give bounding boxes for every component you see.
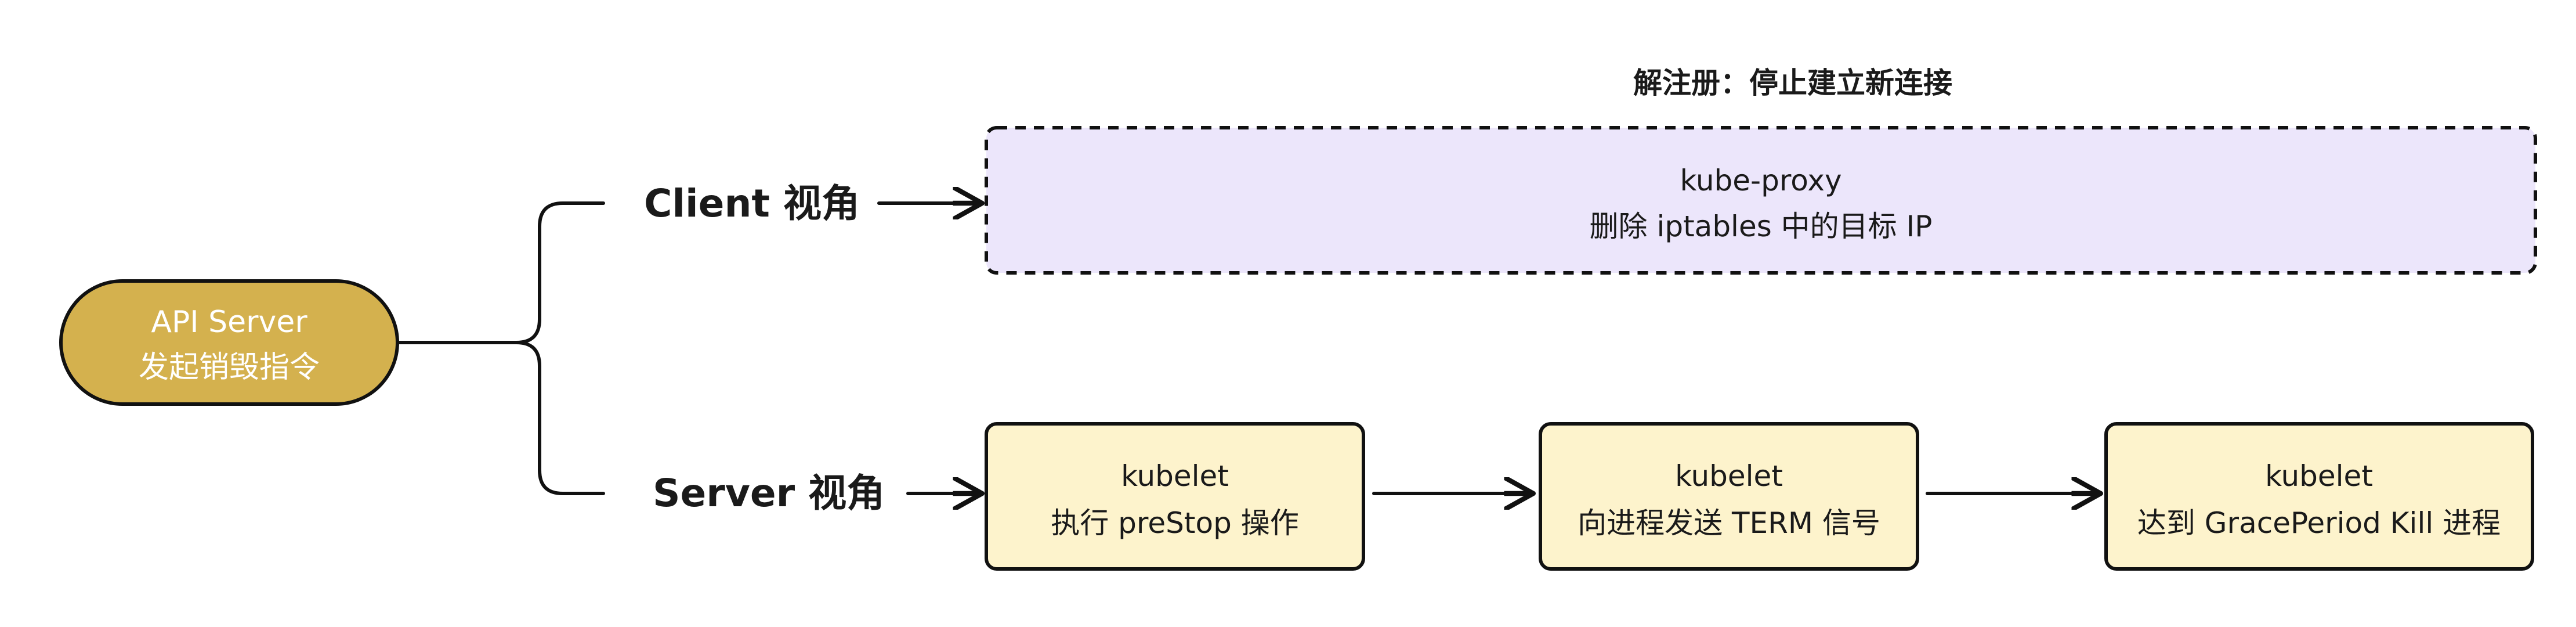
kube-proxy-box-shape — [985, 126, 2537, 275]
server-step-2-line1: kubelet — [1675, 459, 1783, 493]
root-node-line1: API Server — [151, 305, 307, 340]
root-node-shape — [59, 279, 399, 406]
server-step-2: kubelet 向进程发送 TERM 信号 — [1539, 422, 1919, 571]
root-node: API Server 发起销毁指令 — [59, 279, 399, 406]
server-step-1-line1: kubelet — [1121, 459, 1229, 493]
kube-proxy-box-line1: kube-proxy — [1680, 164, 1841, 197]
server-step-1-shape — [985, 422, 1365, 571]
server-step-1: kubelet 执行 preStop 操作 — [985, 422, 1365, 571]
server-step-1-line2: 执行 preStop 操作 — [1051, 506, 1298, 540]
branch-connector-server — [515, 341, 605, 495]
client-branch-label: Client 视角 — [644, 181, 860, 226]
server-step-2-line2: 向进程发送 TERM 信号 — [1578, 506, 1880, 540]
server-step-2-shape — [1539, 422, 1919, 571]
client-box-title: 解注册：停止建立新连接 — [1633, 66, 1952, 100]
server-step-3-shape — [2104, 422, 2534, 571]
kube-proxy-box: kube-proxy 删除 iptables 中的目标 IP — [985, 126, 2537, 275]
kube-proxy-box-line2: 删除 iptables 中的目标 IP — [1590, 210, 1933, 243]
server-step-3-line1: kubelet — [2265, 459, 2373, 493]
server-step-3: kubelet 达到 GracePeriod Kill 进程 — [2104, 422, 2534, 571]
server-branch-label: Server 视角 — [653, 471, 885, 516]
branch-connector-client — [515, 201, 605, 344]
root-node-line2: 发起销毁指令 — [139, 350, 320, 385]
server-step-3-line2: 达到 GracePeriod Kill 进程 — [2137, 506, 2501, 540]
